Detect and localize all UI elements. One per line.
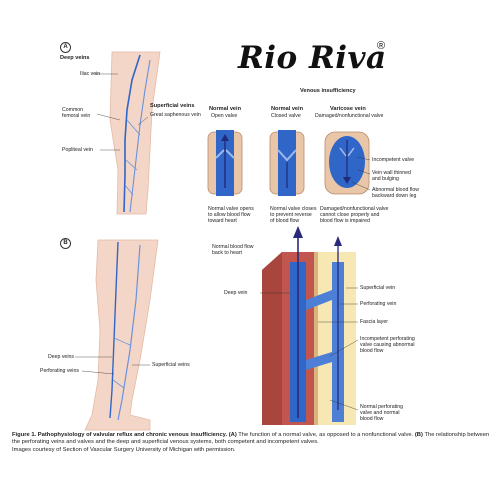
- caption-part-a-text: The function of a normal valve, as oppos…: [236, 432, 415, 438]
- caption-credit: Images courtesy of Section of Vascular S…: [12, 446, 236, 453]
- common-femoral-label-2: femoral vein: [62, 113, 91, 119]
- superficial-veins-heading: Superficial veins: [150, 103, 195, 109]
- perforating-veins-label: Perforating veins: [40, 368, 79, 374]
- incompetent-perforating-label-1: Incompetent perforating: [360, 336, 415, 342]
- normal-closed-desc-3: of blood flow: [270, 218, 300, 224]
- leg-a-branch: [124, 119, 141, 196]
- caption-part-b-label: (B): [414, 432, 423, 438]
- leg-a-skin: [109, 51, 161, 215]
- incompetent-perforating-label-3: blood flow: [360, 348, 384, 354]
- superficial-veins-b-label: Superficial veins: [152, 362, 190, 368]
- normal-flow-back-label-1: Normal blood flow: [212, 244, 254, 250]
- popliteal-vein-label: Popliteal vein: [62, 147, 93, 153]
- normal-closed-desc-2: to prevent reverse: [270, 212, 312, 218]
- figure-caption: Figure 1. Pathophysiology of valvular re…: [12, 432, 490, 454]
- caption-part-b-text: The relationship between the perforating…: [12, 432, 490, 446]
- vein-open-valve: [207, 130, 243, 196]
- normal-open-desc-3: toward heart: [208, 218, 237, 224]
- varicose-title: Varicose vein: [330, 106, 366, 112]
- normal-open-subtitle: Open valve: [211, 113, 238, 119]
- iliac-vein-label: Iliac vein: [80, 71, 101, 77]
- vein-varicose: [324, 131, 370, 195]
- deep-veins-heading: Deep veins: [60, 55, 90, 61]
- normal-open-desc-1: Normal valve opens: [208, 206, 254, 212]
- varicose-desc-1: Damaged/nonfunctional valve: [320, 206, 389, 212]
- perforating-vein-label: Perforating vein: [360, 301, 397, 307]
- common-femoral-label-1: Common: [62, 107, 84, 113]
- normal-perforating-label-1: Normal perforating: [360, 404, 403, 410]
- leg-b-drawing: [84, 239, 159, 431]
- normal-perforating-label-3: blood flow: [360, 416, 384, 422]
- incompetent-valve-label: Incompetent valve: [372, 157, 415, 163]
- leg-a-deep-vein: [123, 54, 141, 213]
- varicose-desc-3: blood flow is impaired: [320, 218, 370, 224]
- fascia-layer-label: Fascia layer: [360, 319, 388, 325]
- leg-a-drawing: [109, 51, 161, 215]
- normal-closed-desc-1: Normal valve closes: [270, 206, 317, 212]
- tissue-cross-section: [262, 226, 356, 425]
- abnormal-flow-label-1: Abnormal blood flow: [372, 187, 420, 193]
- normal-open-title: Normal vein: [209, 106, 242, 112]
- panel-b-marker: B: [60, 238, 71, 249]
- venous-insufficiency-heading: Venous insufficiency: [300, 88, 356, 94]
- leg-b-skin: [84, 239, 159, 431]
- abnormal-flow-label-2: backward down leg: [372, 193, 417, 199]
- normal-closed-title: Normal vein: [271, 106, 304, 112]
- great-saphenous-label: Great saphenous vein: [150, 112, 201, 118]
- panel-a-marker: A: [60, 42, 71, 53]
- normal-closed-subtitle: Closed valve: [271, 113, 301, 119]
- leader-lines: [75, 73, 371, 411]
- brand-logo: Rio Riva: [238, 40, 387, 76]
- superficial-vein-label: Superficial vein: [360, 285, 396, 291]
- leg-b-deep-vein: [109, 241, 119, 419]
- varicose-subtitle: Damaged/nonfunctional valve: [315, 113, 384, 119]
- normal-perforating-label-2: valve and normal: [360, 410, 400, 416]
- normal-flow-back-label-2: back to heart: [212, 250, 242, 256]
- caption-figure-label: Figure 1. Pathophysiology of valvular re…: [12, 432, 228, 438]
- deep-veins-b-label: Deep veins: [48, 354, 74, 360]
- vein-closed-valve: [269, 130, 305, 196]
- normal-open-desc-2: to allow blood flow: [208, 212, 251, 218]
- vein-wall-label-1: Vein wall thinned: [372, 170, 411, 176]
- varicose-desc-2: cannot close properly and: [320, 212, 380, 218]
- registered-mark: ®: [377, 40, 386, 52]
- caption-part-a-label: (A): [228, 432, 237, 438]
- leg-b-superficial-vein: [117, 244, 141, 421]
- incompetent-perforating-label-2: valve causing abnormal: [360, 342, 415, 348]
- leg-a-superficial-vein: [129, 59, 151, 213]
- vein-wall-label-2: and bulging: [372, 176, 399, 182]
- deep-vein-label: Deep vein: [224, 290, 248, 296]
